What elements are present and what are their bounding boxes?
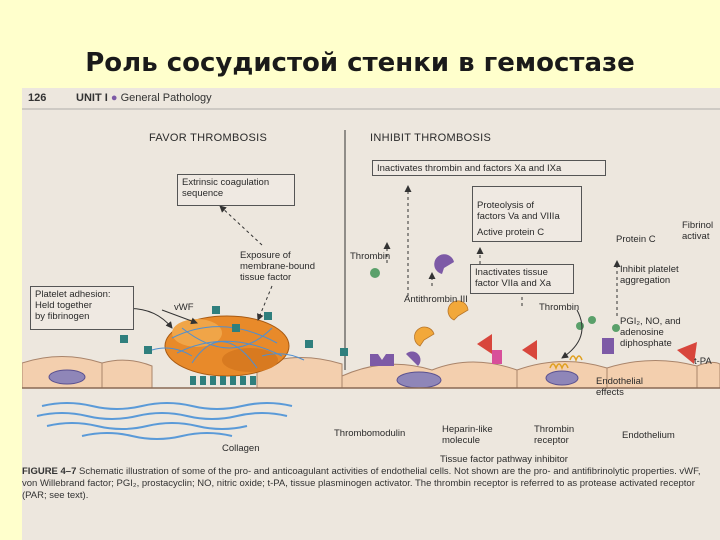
protein-c-label: Protein C	[616, 234, 656, 245]
antithrombin-pacman	[414, 254, 469, 347]
caption-text: Schematic illustration of some of the pr…	[22, 466, 701, 501]
inactivates-thrombin-box: Inactivates thrombin and factors Xa and …	[372, 160, 606, 176]
slide-title: Роль сосудистой стенки в гемостазе	[85, 48, 635, 78]
inhibit-platelet-label: Inhibit platelet aggregation	[620, 264, 679, 286]
endothelium-label: Endothelium	[622, 430, 675, 441]
vwf-strip	[190, 376, 256, 385]
platelet-adhesion-box: Platelet adhesion: Held together by fibr…	[30, 286, 134, 330]
platelet-aggregate	[151, 315, 305, 377]
pgi2-label: PGI₂, NO, and adenosine diphosphate	[620, 316, 681, 349]
exposure-label: Exposure of membrane-bound tissue factor	[240, 250, 315, 283]
extrinsic-coagulation-box: Extrinsic coagulation sequence	[177, 174, 295, 206]
figure-drawing	[22, 108, 720, 440]
inactivates-tissue-factor-box: Inactivates tissue factor VIIa and Xa	[470, 264, 574, 294]
textbook-figure: 126 UNIT I ● General Pathology FAVOR THR…	[22, 88, 720, 540]
dots	[370, 268, 620, 332]
inhibit-thrombosis-header: INHIBIT THROMBOSIS	[370, 132, 492, 144]
unit-bullet-icon: ●	[110, 92, 118, 104]
heparin-label: Heparin-like molecule	[442, 424, 493, 446]
fibrinolysis-label: Fibrinol activat	[682, 220, 714, 242]
endothelium-layer	[22, 356, 720, 389]
unit-label: UNIT I	[76, 92, 108, 104]
unit-heading: UNIT I ● General Pathology	[76, 92, 212, 104]
unit-title: General Pathology	[120, 92, 212, 104]
tpa-label: t-PA	[694, 356, 712, 367]
proteolysis-box: Proteolysis of factors Va and VIIIa Acti…	[472, 186, 582, 242]
thrombin-label: Thrombin	[350, 251, 391, 262]
antithrombin-label: Antithrombin III	[404, 294, 468, 305]
thrombomodulin-label: Thrombomodulin	[334, 428, 406, 439]
thrombin-receptor-coils	[549, 355, 583, 371]
receptor-shapes	[370, 334, 697, 366]
active-protein-c-label: Active protein C	[477, 227, 545, 238]
proteolysis-label: Proteolysis of factors Va and VIIIa	[477, 200, 560, 222]
thrombin-receptor-label: Thrombin receptor	[534, 424, 575, 446]
figure-caption: FIGURE 4–7 Schematic illustration of som…	[22, 466, 717, 502]
thrombin-label-2: Thrombin	[539, 302, 580, 313]
page-number: 126	[28, 92, 47, 104]
favor-thrombosis-header: FAVOR THROMBOSIS	[149, 132, 268, 144]
collagen-label: Collagen	[222, 443, 260, 454]
vwf-label: vWF	[174, 302, 194, 313]
endothelial-effects-label: Endothelial effects	[596, 376, 644, 398]
collagen-fibers	[36, 402, 293, 440]
caption-label: FIGURE 4–7	[22, 466, 77, 477]
tissue-factor-markers	[120, 306, 348, 356]
tfpi-label: Tissue factor pathway inhibitor	[440, 454, 568, 465]
